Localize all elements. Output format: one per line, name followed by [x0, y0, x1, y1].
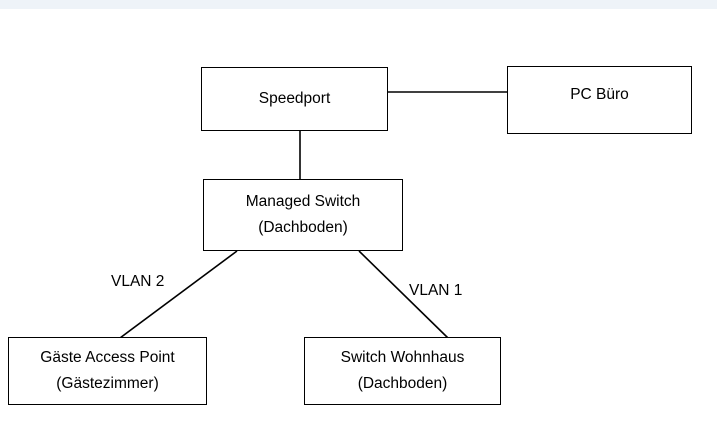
node-speedport: Speedport — [201, 67, 388, 131]
node-guest-access-point-label-line1: Gäste Access Point — [40, 349, 175, 366]
node-switch-wohnhaus-label-line1: Switch Wohnhaus — [340, 349, 465, 366]
node-pc-buero: PC Büro — [507, 66, 692, 134]
node-managed-switch-label-line2: (Dachboden) — [258, 219, 348, 236]
edge-label-vlan-1: VLAN 1 — [409, 282, 463, 299]
edge-label-vlan-2: VLAN 2 — [111, 273, 165, 290]
node-managed-switch-label-line1: Managed Switch — [245, 193, 361, 210]
node-guest-access-point-label-line2: (Gästezimmer) — [56, 375, 159, 392]
node-managed-switch: Managed Switch (Dachboden) — [203, 179, 403, 251]
node-switch-wohnhaus-label-line2: (Dachboden) — [357, 375, 448, 392]
top-band — [0, 0, 717, 9]
node-pc-buero-label: PC Büro — [570, 86, 629, 103]
node-speedport-label: Speedport — [258, 90, 331, 107]
node-switch-wohnhaus: Switch Wohnhaus (Dachboden) — [304, 337, 501, 405]
node-guest-access-point: Gäste Access Point (Gästezimmer) — [8, 337, 207, 405]
edge-managed-switch-guest-ap — [119, 250, 238, 339]
edge-managed-switch-switch-wohnhaus — [358, 250, 449, 339]
